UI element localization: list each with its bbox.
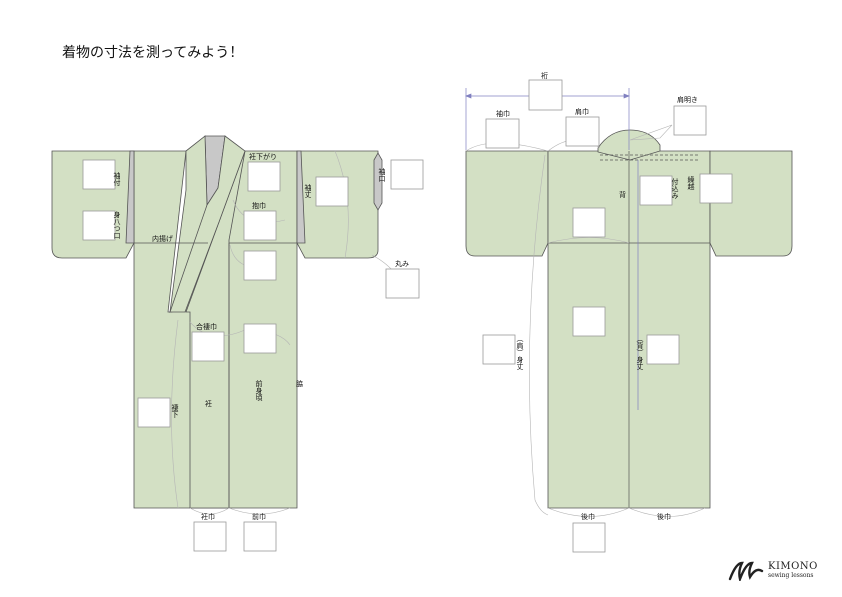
guide-back-bottom	[547, 507, 706, 517]
label-okumi: 衽	[205, 399, 212, 408]
label-eri-koshi: 繰越	[687, 175, 695, 191]
box-dakihaba[interactable]	[243, 210, 277, 241]
guide-back-hips	[547, 237, 630, 244]
label-uchi-age: 内揚げ	[152, 234, 173, 243]
back-text-labels: 裄 袖巾 肩巾 肩明き 背 付込み 繰越 （肩）身丈 （背）身丈 後巾 後巾	[496, 71, 698, 521]
brand-logo-icon	[728, 561, 764, 581]
box-okumi-sagari[interactable]	[247, 161, 281, 192]
box-sode-guchi[interactable]	[390, 159, 424, 190]
label-okumi-haba: 衽巾	[201, 512, 215, 521]
label-dakihaba: 抱巾	[252, 201, 266, 210]
box-mae-migoro[interactable]	[243, 323, 277, 354]
label-tsuma-shita: 褄下	[171, 403, 179, 419]
label-mae-haba: 前巾	[252, 512, 266, 521]
box-marumi[interactable]	[385, 268, 420, 299]
box-okumi-haba[interactable]	[193, 521, 227, 552]
back-sleeve-left	[465, 150, 549, 257]
front-sleeve-lining-left	[125, 150, 135, 244]
box-se-mitake[interactable]	[646, 334, 680, 365]
label-sode-haba: 袖巾	[496, 109, 510, 118]
front-cuff-lining	[373, 152, 383, 211]
label-marumi: 丸み	[395, 259, 409, 268]
label-mi-yatsukuchi: 身八つ口	[113, 210, 121, 239]
front-collar-band	[169, 135, 246, 313]
label-kata-mitake: （肩）身丈	[516, 335, 524, 371]
box-eri-koshi[interactable]	[699, 173, 733, 204]
yuki-arrow-right	[623, 93, 630, 99]
label-kata-haba: 肩巾	[575, 107, 589, 116]
label-aiduma-haba: 合褄巾	[196, 322, 217, 331]
box-back-mid[interactable]	[572, 306, 606, 337]
label-mae-migoro: 前身頃	[255, 379, 263, 402]
label-okumi-sagari: 衽下がり	[249, 152, 277, 161]
back-sleeve-right	[709, 150, 793, 257]
guide-back-left-length	[529, 154, 549, 516]
box-tsuma-shita[interactable]	[137, 397, 171, 428]
box-kata-haba[interactable]	[565, 116, 600, 147]
brand: KIMONO sewing lessons	[768, 561, 818, 579]
label-sode-tsuke: 袖付	[113, 171, 121, 187]
box-tsuke-komi[interactable]	[639, 175, 673, 206]
label-waki: 脇	[296, 380, 303, 388]
label-se: 背	[619, 190, 626, 199]
page-title: 着物の寸法を測ってみよう！	[62, 45, 244, 61]
brand-name: KIMONO	[768, 561, 818, 572]
brand-subtitle: sewing lessons	[768, 572, 814, 579]
guide-bottom	[189, 507, 291, 515]
box-sode-tsuke[interactable]	[82, 159, 116, 190]
front-text-labels: 袖付 身八つ口 内揚げ 衽下がり 抱巾 袖丈 袖口 丸み 合褄巾 褄下 衽 前身…	[113, 152, 409, 521]
box-kata-mitake[interactable]	[482, 334, 516, 365]
label-tsuke-komi: 付込み	[671, 177, 679, 199]
label-ushiro-haba-2: 後巾	[657, 512, 671, 521]
box-mi-yatsukuchi[interactable]	[82, 210, 116, 241]
label-yuki: 裄	[541, 71, 548, 80]
box-kata-aki[interactable]	[673, 105, 707, 136]
guide-kata-aki	[629, 124, 673, 141]
box-aiduma-haba[interactable]	[191, 331, 225, 362]
box-yuki[interactable]	[528, 79, 563, 111]
box-sode-take[interactable]	[315, 176, 349, 207]
label-sode-take: 袖丈	[304, 183, 312, 199]
front-seams	[134, 242, 297, 508]
box-ushiro-haba[interactable]	[572, 522, 606, 553]
measure-boxes	[82, 79, 733, 553]
label-ushiro-haba: 後巾	[581, 512, 595, 521]
guide-tsuma	[171, 319, 179, 509]
box-dakihaba-2[interactable]	[243, 250, 277, 281]
label-kata-aki: 肩明き	[677, 95, 698, 104]
logo-mark	[728, 561, 764, 581]
label-se-mitake: （背）身丈	[636, 335, 644, 371]
label-sode-guchi: 袖口	[378, 167, 386, 182]
box-mae-haba[interactable]	[243, 521, 277, 552]
box-sode-haba[interactable]	[485, 118, 520, 149]
front-sleeve-lining-right	[296, 150, 306, 244]
box-se[interactable]	[572, 207, 606, 238]
yuki-arrow-left	[465, 93, 472, 99]
guide-marumi	[371, 254, 393, 271]
